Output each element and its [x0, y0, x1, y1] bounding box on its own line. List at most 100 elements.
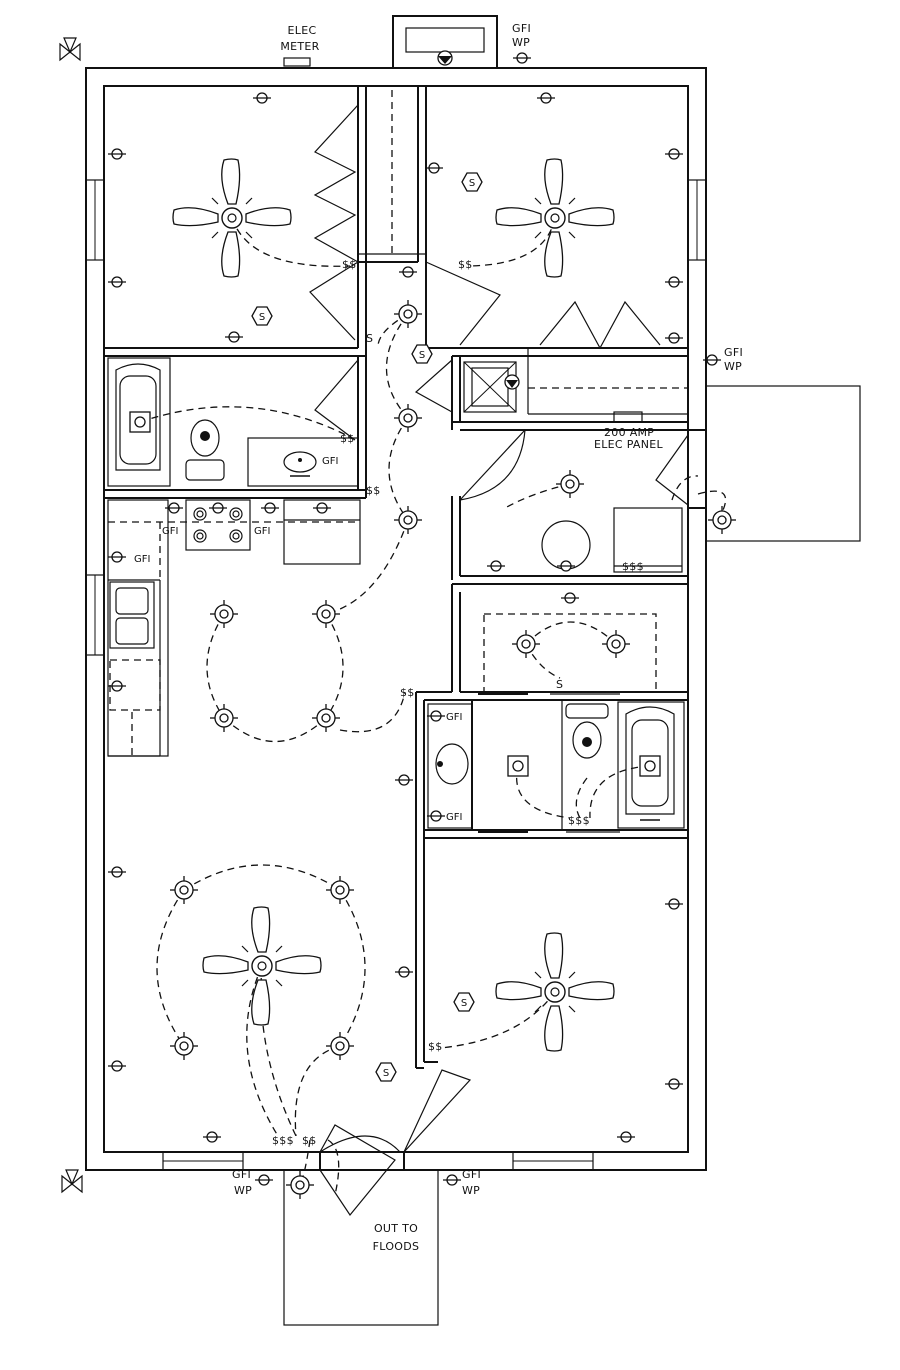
switch-label: $$$ — [568, 814, 590, 827]
switch-label: $$ — [342, 258, 357, 271]
interior-walls — [104, 86, 706, 1171]
outlet-icon — [398, 266, 418, 278]
ceiling-light-icon — [209, 599, 239, 629]
ceiling-fan-icon — [202, 906, 322, 1026]
outlet-icon — [394, 966, 414, 978]
outlet-icon — [252, 92, 272, 104]
ceiling-light-icon — [325, 875, 355, 905]
ceiling-light-icon — [393, 403, 423, 433]
outlet-icon — [107, 551, 127, 563]
ceiling-light-icon — [311, 703, 341, 733]
porches — [283, 385, 861, 1326]
outlet-icon — [536, 92, 556, 104]
gfi-label: GFI — [162, 526, 178, 537]
panel-label: ELEC PANEL — [594, 438, 664, 451]
gfi-label: GFI — [134, 554, 150, 565]
kitchen — [103, 498, 361, 760]
outlet-icon — [664, 332, 684, 344]
floods-label: FLOODS — [373, 1240, 420, 1253]
gfi-wp-label: GFI — [724, 346, 743, 359]
outlet-icon — [260, 502, 280, 514]
outlet-icon — [664, 1078, 684, 1090]
switches: $$ $$ S $$ $$ $$ S $$$ $$$ $$ $$$ $$ — [272, 258, 644, 1147]
exhaust-fan-icon — [507, 755, 529, 777]
gfi-wp-label: WP — [512, 36, 530, 49]
outlet-icon — [560, 592, 580, 604]
switch-label: $$ — [458, 258, 473, 271]
ceiling-light-icon — [325, 1031, 355, 1061]
exterior-light-icon — [707, 505, 737, 535]
outlet-icon — [556, 560, 576, 572]
outlet-icon — [224, 331, 244, 343]
flood-light-icon — [59, 37, 81, 61]
ceiling-light-icon — [393, 505, 423, 535]
gfi-wp-label: WP — [462, 1184, 480, 1197]
outlet-icon — [664, 276, 684, 288]
switch-label: $$ — [400, 686, 415, 699]
outlet-icon — [486, 560, 506, 572]
ceiling-light-icon — [601, 629, 631, 659]
doors — [309, 90, 689, 1217]
ceiling-light-icon — [393, 299, 423, 329]
elec-meter-label: ELEC — [288, 24, 317, 37]
gfi-label: GFI — [254, 526, 270, 537]
circuit-runs — [139, 217, 727, 1196]
gfi-wp-label: GFI — [462, 1168, 481, 1181]
ceiling-light-icon — [311, 599, 341, 629]
meter-icon — [283, 57, 311, 67]
switch-label: $$ — [366, 484, 381, 497]
outlet-icon — [442, 1174, 462, 1186]
gfi-wp-label: GFI — [512, 22, 531, 35]
exhaust-fan-icon — [639, 755, 661, 777]
gfi-wp-label: WP — [234, 1184, 252, 1197]
switch-label: $$$ — [272, 1134, 294, 1147]
switch-label: $$ — [302, 1134, 317, 1147]
ceiling-light-icon — [169, 1031, 199, 1061]
bath-2 — [427, 613, 685, 829]
outlet-icon — [107, 276, 127, 288]
outlet-icon — [107, 866, 127, 878]
outlet-icon — [394, 774, 414, 786]
smoke-label: S — [383, 1068, 389, 1079]
smoke-label: S — [419, 350, 425, 361]
outlet-icon — [426, 710, 446, 722]
exterior-walls — [85, 67, 707, 1171]
outlet-icon — [426, 810, 446, 822]
top-exterior-unit — [392, 15, 498, 69]
outlet-icon — [107, 1060, 127, 1072]
switch-label: S — [366, 332, 373, 345]
exhaust-fan-icon — [129, 411, 151, 433]
outlet-icon — [208, 502, 228, 514]
ceiling-fan-icon — [172, 158, 292, 278]
gfi-label: GFI — [322, 456, 338, 467]
gfi-wp-label: GFI — [232, 1168, 251, 1181]
outlet-icon — [254, 1174, 274, 1186]
ceiling-light-icon — [169, 875, 199, 905]
smoke-label: S — [259, 312, 265, 323]
fixtures — [59, 37, 737, 1200]
outlet-icon — [512, 52, 532, 64]
outlet-icon — [202, 1131, 222, 1143]
outlet-icon — [107, 148, 127, 160]
laundry-and-panel — [463, 361, 683, 573]
ceiling-light-icon — [209, 703, 239, 733]
exterior-light-icon — [285, 1170, 315, 1200]
ceiling-light-icon — [555, 469, 585, 499]
smoke-label: S — [461, 998, 467, 1009]
switch-label: S — [556, 678, 563, 691]
flood-light-icon — [61, 1169, 83, 1193]
windows — [85, 179, 707, 1171]
ceiling-fan-icon — [495, 932, 615, 1052]
floods-label: OUT TO — [374, 1222, 418, 1235]
switch-label: $$$ — [622, 560, 644, 573]
gfi-wp-label: WP — [724, 360, 742, 373]
ceiling-light-icon — [511, 629, 541, 659]
outlet-icon — [664, 898, 684, 910]
outlet-icon — [107, 680, 127, 692]
smoke-label: S — [469, 178, 475, 189]
panel-label: 200 AMP — [604, 426, 654, 439]
annotations: ELEC METER GFI WP GFI WP 200 AMP ELEC PA… — [134, 22, 743, 1253]
bath-1 — [107, 357, 359, 487]
smoke-detector-labels: S S S S S — [259, 178, 475, 1079]
